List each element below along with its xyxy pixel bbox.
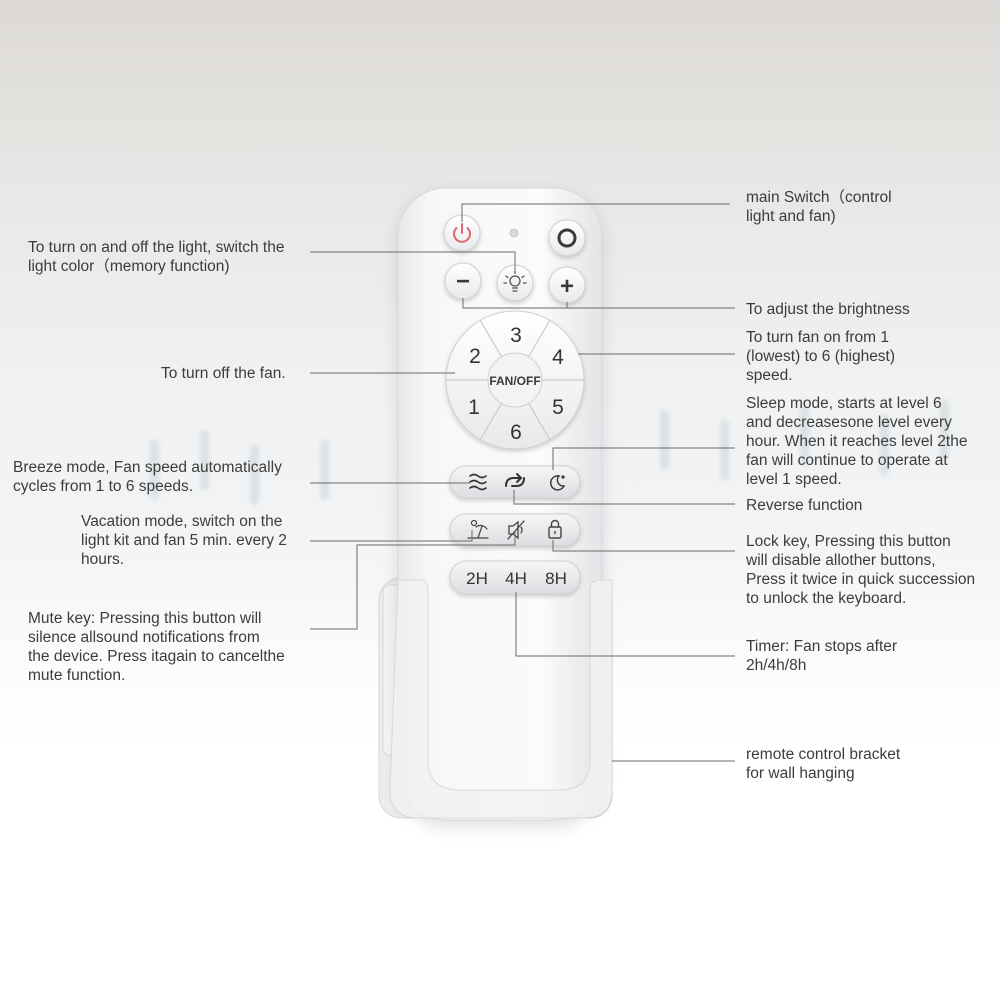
callout-fan-off: To turn off the fan. [161,365,286,382]
background-stripe [800,405,809,465]
fan-off-label: FAN/OFF [489,374,540,388]
breeze-button[interactable] [456,468,496,496]
minus-label: − [456,268,470,295]
vacation-button[interactable] [456,516,496,544]
main-switch-button[interactable] [548,219,586,257]
speed-4-button[interactable]: 4 [552,346,564,369]
plus-label: + [560,273,574,300]
moon-icon [550,475,566,491]
callout-brightness: To adjust the brightness [746,301,910,318]
callout-lock: Lock key, Pressing this button will disa… [746,533,976,607]
background-stripe [200,430,209,490]
timer-4h-button[interactable]: 4H [505,569,527,588]
bulb-icon [503,270,527,292]
timer-2h-button[interactable]: 2H [466,569,488,588]
background-stripe [250,445,259,505]
speed-2-button[interactable]: 2 [469,345,481,368]
speed-5-button[interactable]: 5 [552,396,564,419]
speed-6-button[interactable]: 6 [510,421,522,444]
speed-3-button[interactable]: 3 [510,324,522,347]
callout-vacation: Vacation mode, switch on the light kit a… [81,513,287,568]
speed-1-button[interactable]: 1 [468,396,480,419]
callout-timer: Timer: Fan stops after 2h/4h/8h [746,638,898,674]
background-stripe [660,410,669,470]
timer-8h-button[interactable]: 8H [545,569,567,588]
background-stripe [940,400,949,460]
reverse-icon [505,473,525,487]
callout-light: To turn on and off the light, switch the… [28,239,285,275]
lock-icon [548,519,562,539]
power-icon [453,223,471,243]
callout-mute: Mute key: Pressing this button will sile… [28,610,285,684]
background-stripe [150,440,159,500]
callout-sleep: Sleep mode, starts at level 6 and decrea… [746,395,968,488]
sleep-button[interactable] [538,468,574,496]
callout-reverse: Reverse function [746,497,863,514]
background-stripe [320,440,329,500]
ring-icon [557,228,577,248]
callout-bracket: remote control bracket for wall hanging [746,746,901,782]
callout-breeze: Breeze mode, Fan speed automatically cyc… [13,459,282,495]
callout-fan-speed: To turn fan on from 1 (lowest) to 6 (hig… [746,329,896,384]
wind-icon [469,473,487,491]
callout-main-switch: main Switch（control light and fan) [746,189,892,225]
background-stripe [880,415,889,475]
fan-off-button[interactable] [487,352,543,408]
